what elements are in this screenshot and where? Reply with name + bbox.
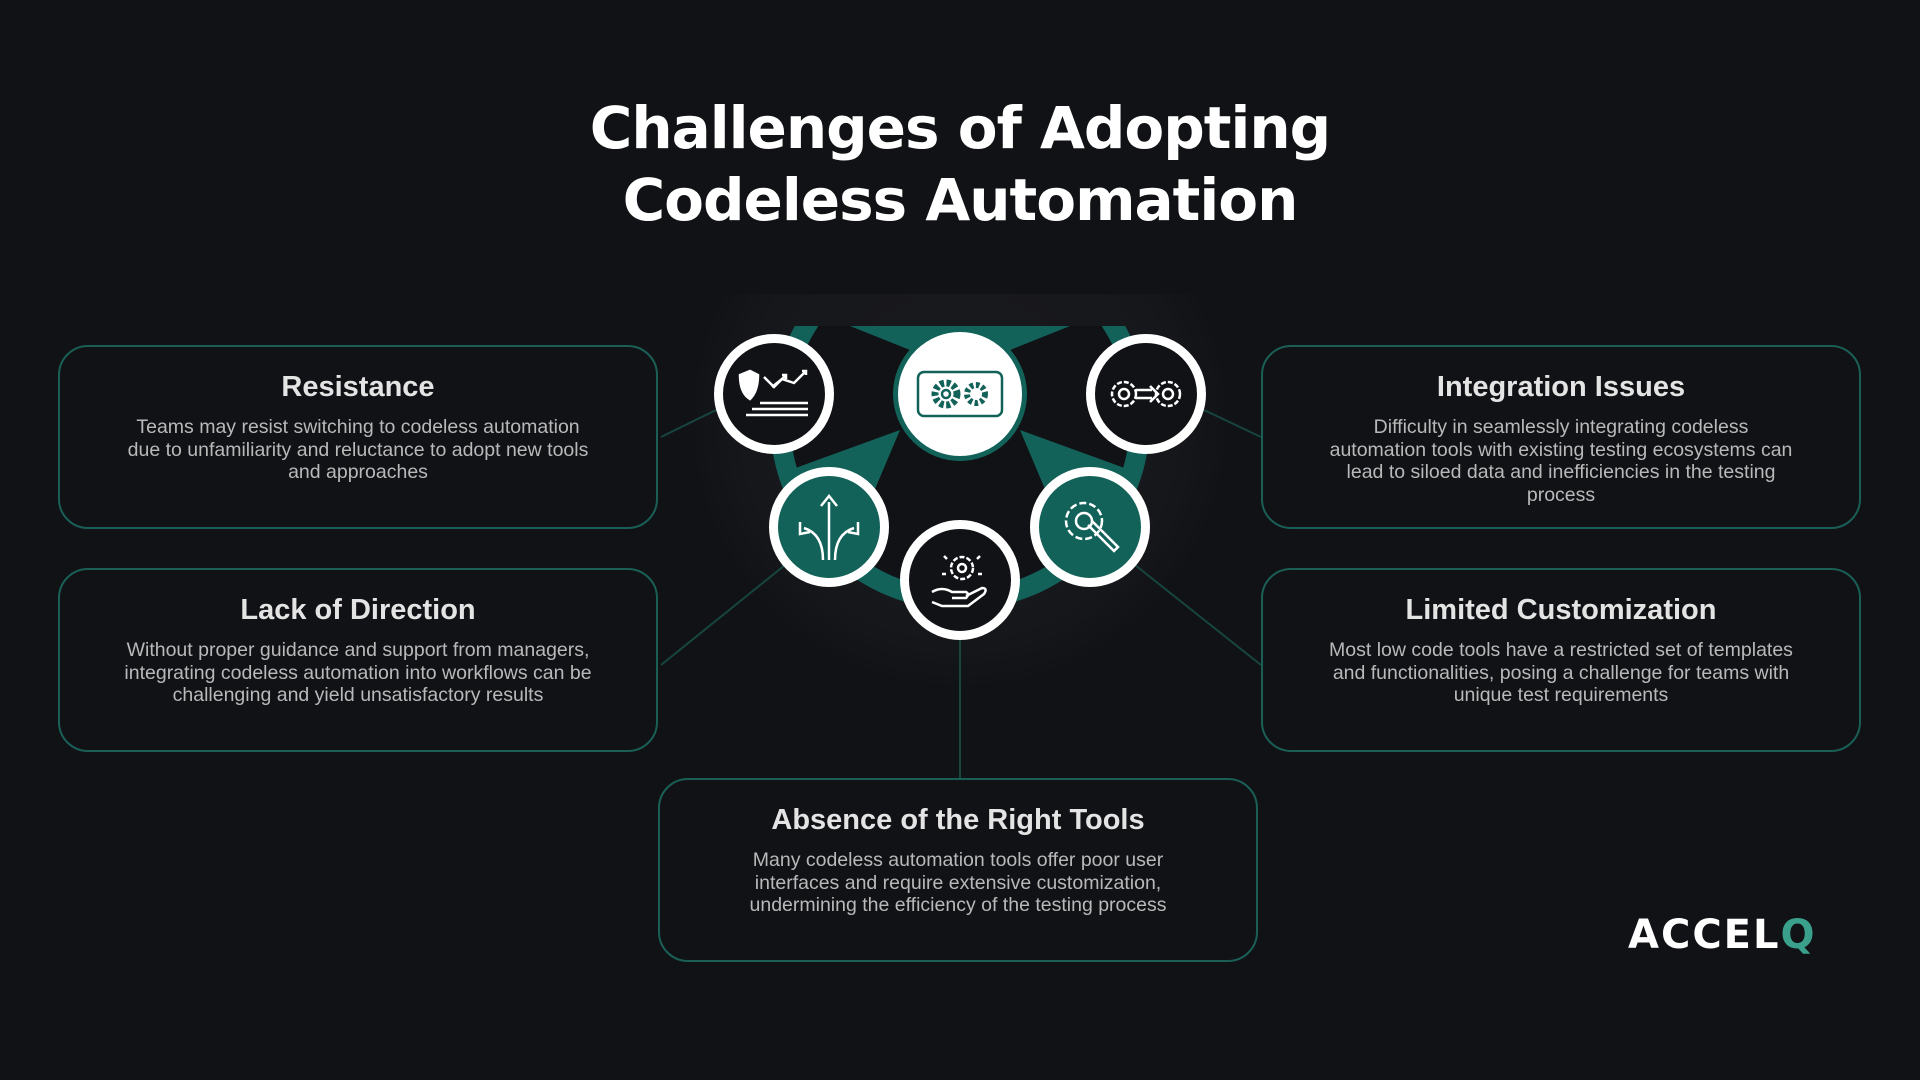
card-body: Teams may resist switching to codeless a… bbox=[127, 416, 589, 483]
gears-connect-icon bbox=[1086, 334, 1206, 454]
hand-gear-icon bbox=[900, 520, 1020, 640]
card-title: Limited Customization bbox=[1405, 594, 1717, 626]
gears-cycle-icon bbox=[893, 327, 1027, 461]
card-title: Absence of the Right Tools bbox=[771, 804, 1145, 836]
wrench-gear-icon bbox=[1030, 467, 1150, 587]
card-title: Lack of Direction bbox=[240, 594, 476, 626]
card-body: Most low code tools have a restricted se… bbox=[1329, 639, 1793, 706]
card-body: Many codeless automation tools offer poo… bbox=[749, 849, 1167, 916]
split-direction-icon bbox=[769, 467, 889, 587]
page-title: Challenges of Adopting Codeless Automati… bbox=[589, 94, 1331, 234]
card-lack-of-direction: Lack of Direction Without proper guidanc… bbox=[58, 568, 658, 752]
card-body: Without proper guidance and support from… bbox=[124, 639, 592, 706]
card-limited-customization: Limited Customization Most low code tool… bbox=[1261, 568, 1861, 752]
card-absence-of-right-tools: Absence of the Right Tools Many codeless… bbox=[658, 778, 1258, 962]
card-title: Resistance bbox=[281, 371, 435, 403]
shield-growth-icon bbox=[714, 334, 834, 454]
card-title: Integration Issues bbox=[1436, 371, 1686, 403]
card-integration-issues: Integration Issues Difficulty in seamles… bbox=[1261, 345, 1861, 529]
connector-lines bbox=[660, 409, 1262, 778]
card-body: Difficulty in seamlessly integrating cod… bbox=[1329, 416, 1793, 506]
card-resistance: Resistance Teams may resist switching to… bbox=[58, 345, 658, 529]
accelq-logo: ACCELQ bbox=[1628, 912, 1817, 958]
